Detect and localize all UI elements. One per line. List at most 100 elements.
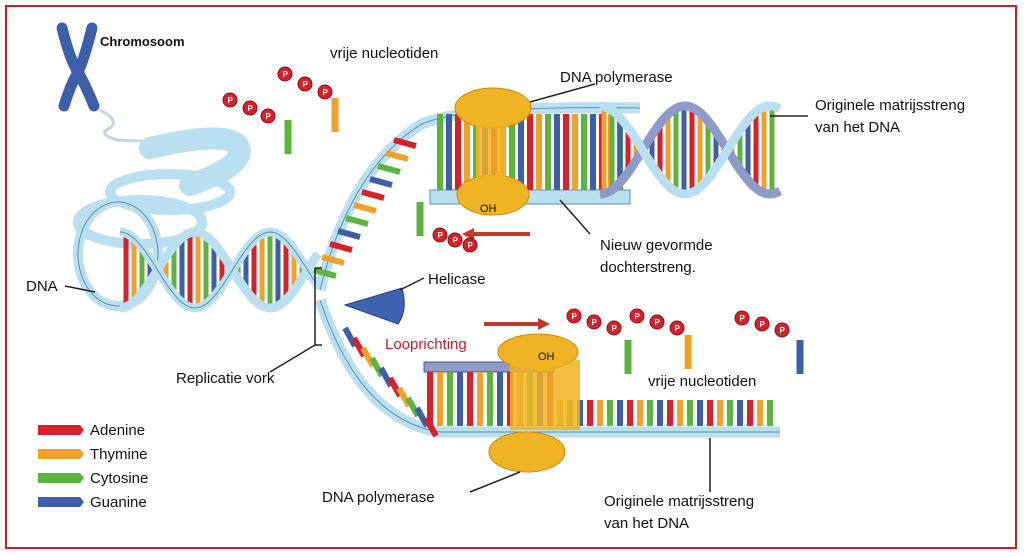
legend-label: Cytosine bbox=[90, 470, 148, 487]
dna-label: DNA bbox=[26, 278, 58, 295]
free-nucleotides-bottom-label: vrije nucleotiden bbox=[648, 373, 756, 390]
fork-rung bbox=[396, 386, 412, 408]
phosphate-label: P bbox=[572, 312, 578, 321]
dna-polymerase-bottom-label: DNA polymerase bbox=[322, 489, 435, 506]
phosphate-group bbox=[260, 108, 276, 124]
phosphate-label: P bbox=[438, 231, 444, 240]
fork-rung bbox=[351, 336, 367, 358]
phosphate-label: P bbox=[760, 320, 766, 329]
phosphate-label: P bbox=[468, 241, 474, 250]
legend-swatch bbox=[38, 473, 84, 483]
phosphate-group bbox=[669, 320, 685, 336]
phosphate-group bbox=[774, 322, 790, 338]
helicase-label: Helicase bbox=[428, 271, 486, 288]
phosphate-label: P bbox=[612, 324, 618, 333]
helicase-shape bbox=[343, 287, 405, 325]
fork-rung bbox=[414, 406, 430, 428]
phosphate-group bbox=[586, 314, 602, 330]
leader-lines bbox=[64, 83, 808, 493]
fork-rung bbox=[329, 241, 353, 253]
phosphate-label: P bbox=[780, 326, 786, 335]
fork-rung bbox=[405, 396, 421, 418]
free-nucleotides-top-label: vrije nucleotiden bbox=[330, 45, 438, 62]
fork-rung bbox=[353, 202, 377, 214]
phosphate-label: P bbox=[283, 70, 289, 79]
original-strand-top-line2: van het DNA bbox=[815, 119, 900, 136]
fork-rung bbox=[387, 376, 403, 398]
phosphate-group bbox=[222, 92, 238, 108]
legend-label: Adenine bbox=[90, 422, 145, 439]
phosphate-label: P bbox=[228, 96, 234, 105]
fork-rung bbox=[385, 150, 409, 162]
dna-helix-right bbox=[599, 101, 783, 199]
phosphate-group bbox=[734, 310, 750, 326]
upper-base-pairs bbox=[437, 114, 623, 190]
fork-rung bbox=[361, 189, 385, 201]
backbone-strand bbox=[599, 101, 783, 199]
phosphate-label: P bbox=[248, 104, 254, 113]
phosphate-label: P bbox=[592, 318, 598, 327]
coiled-dna bbox=[73, 127, 252, 311]
fork-rung bbox=[313, 267, 337, 279]
phosphate-group bbox=[462, 237, 478, 253]
oh-bottom-label: OH bbox=[538, 351, 555, 363]
fork-rung bbox=[342, 326, 358, 348]
chromosome-label: Chromosoom bbox=[100, 34, 185, 49]
backbone-strand bbox=[119, 227, 322, 313]
fork-rung bbox=[337, 228, 361, 240]
fork-rung bbox=[321, 254, 345, 266]
original-strand-bottom-line1: Originele matrijsstreng bbox=[604, 493, 754, 510]
replication-fork-label: Replicatie vork bbox=[176, 370, 275, 387]
phosphate-label: P bbox=[323, 88, 329, 97]
fork-rung bbox=[377, 163, 401, 175]
phosphate-group bbox=[606, 320, 622, 336]
oh-top-label: OH bbox=[480, 203, 497, 215]
legend-swatch bbox=[38, 425, 84, 435]
phosphate-group bbox=[629, 308, 645, 324]
fork-rung bbox=[393, 137, 417, 149]
phosphate-group bbox=[754, 316, 770, 332]
phosphate-group bbox=[447, 232, 463, 248]
dna-polymerase-top bbox=[454, 87, 532, 216]
phosphate-group bbox=[649, 314, 665, 330]
new-strand-line2: dochterstreng. bbox=[600, 259, 696, 276]
backbone-edge bbox=[119, 231, 319, 309]
phosphate-label: P bbox=[453, 236, 459, 245]
fork-rungs bbox=[313, 137, 439, 438]
fork-rung bbox=[423, 416, 439, 438]
phosphate-label: P bbox=[655, 318, 661, 327]
fork-rung bbox=[345, 215, 369, 227]
phosphate-group bbox=[317, 84, 333, 100]
figure-frame bbox=[5, 5, 1017, 549]
dna-double-helix bbox=[119, 227, 322, 313]
fork-rung bbox=[378, 366, 394, 388]
phosphate-label: P bbox=[303, 80, 309, 89]
new-strand-line1: Nieuw gevormde bbox=[600, 237, 713, 254]
original-strand-bottom-line2: van het DNA bbox=[604, 515, 689, 532]
legend-label: Thymine bbox=[90, 446, 148, 463]
legend-swatch bbox=[38, 497, 84, 507]
phosphate-label: P bbox=[675, 324, 681, 333]
fork-rung bbox=[369, 356, 385, 378]
fork-rung bbox=[369, 176, 393, 188]
dna-polymerase-bottom bbox=[488, 333, 580, 473]
direction-arrows bbox=[462, 228, 550, 330]
dna-polymerase-top-label: DNA polymerase bbox=[560, 69, 673, 86]
backbone-strand bbox=[599, 101, 783, 199]
legend-swatch bbox=[38, 449, 84, 459]
phosphate-group bbox=[432, 227, 448, 243]
legend-label: Guanine bbox=[90, 494, 147, 511]
phosphate-group bbox=[242, 100, 258, 116]
phosphate-group bbox=[297, 76, 313, 92]
phosphate-label: P bbox=[635, 312, 641, 321]
phosphate-group bbox=[277, 66, 293, 82]
phosphate-label: P bbox=[740, 314, 746, 323]
fork-rung bbox=[360, 346, 376, 368]
phosphate-group bbox=[566, 308, 582, 324]
direction-label: Looprichting bbox=[385, 336, 467, 353]
original-strand-top-line1: Originele matrijsstreng bbox=[815, 97, 965, 114]
phosphate-label: P bbox=[266, 112, 272, 121]
